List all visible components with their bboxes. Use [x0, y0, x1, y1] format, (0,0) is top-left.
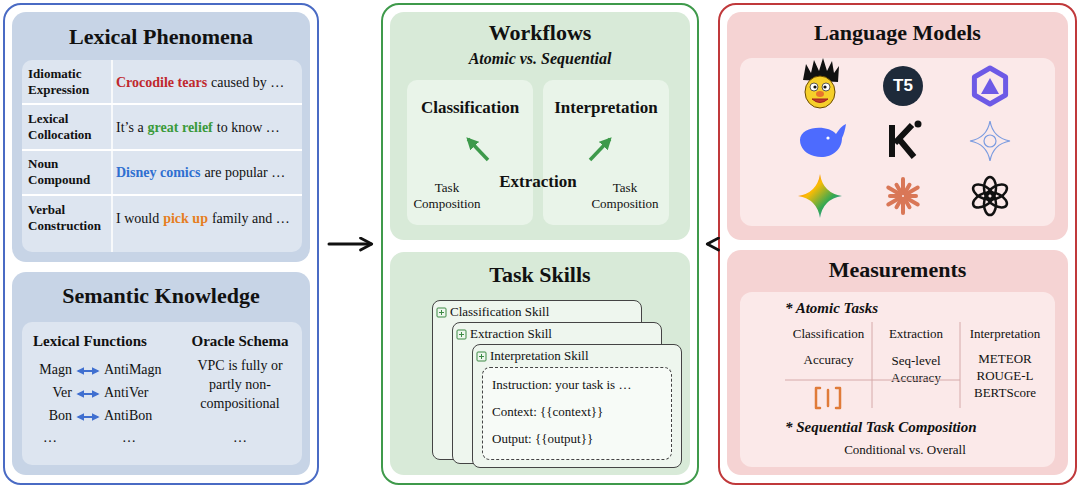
node-text: … [104, 430, 154, 447]
section-box: T5 Language Models [727, 12, 1068, 240]
node-text: Conditional vs. Overall [785, 442, 1025, 458]
node-text: … [180, 430, 300, 447]
skill-card: Instruction: your task is … Context: {{co… [472, 344, 682, 468]
node-text: Disney comics [116, 165, 200, 182]
node-text: Task Composition [585, 180, 665, 212]
node-text: * Sequential Task Composition [785, 418, 1045, 436]
node-text: great relief [148, 120, 213, 137]
node-text: … [20, 430, 80, 447]
node-text: Workflows [390, 20, 690, 46]
node-text: pick up [163, 211, 208, 228]
section-box: Classification SkillExtraction SkillInst… [390, 252, 690, 475]
metric-table: * Atomic TasksClassificationExtractionIn… [740, 292, 1055, 467]
node-text: Oracle Schema [178, 332, 302, 350]
node-text: Idiomatic Expression [28, 66, 112, 98]
template-box: Instruction: your task is … Context: {{co… [482, 367, 672, 460]
node-text: Lexical Collocation [28, 111, 112, 143]
node-text: Noun Compound [28, 156, 112, 188]
phenomena-table: Crocodile tearscaused by … It’s agreat re… [22, 60, 302, 252]
node-text: Ver [20, 385, 72, 402]
outer-panel: Crocodile tearscaused by … It’s agreat re… [3, 3, 319, 485]
node-text: Language Models [727, 20, 1068, 46]
node-text: Task Skills [390, 262, 690, 288]
node-text: Lexical Functions [28, 332, 152, 350]
section-box: ClassificationTask CompositionInterpreta… [390, 12, 690, 240]
node-text: Extraction [488, 172, 588, 192]
node-text: Lexical Phenomena [12, 24, 310, 50]
node-text: Interpretation [960, 326, 1050, 342]
node-text: Extraction [872, 326, 960, 342]
outer-panel: T5 Language Models * Atomic TasksClassific… [718, 3, 1077, 485]
node-text: Seq-level Accuracy [872, 352, 960, 386]
node-text: Task Composition [407, 180, 487, 212]
node-text: Measurements [727, 257, 1068, 283]
node-text: Interpretation [543, 98, 669, 118]
node-text: Bon [20, 408, 72, 425]
node-text: It’s a [116, 120, 144, 137]
node-text: * Atomic Tasks [785, 299, 1005, 317]
node-text: are popular … [204, 165, 285, 182]
node-text: Extraction Skill [470, 326, 650, 342]
node-text: VPC is fully or partly non-compositional [180, 356, 300, 413]
node-text: Accuracy [785, 352, 872, 368]
node-text: AntiBon [104, 408, 174, 425]
node-text: caused by … [211, 75, 284, 92]
section-box: * Atomic TasksClassificationExtractionIn… [727, 250, 1068, 475]
flow-arrow [708, 243, 709, 246]
node-text: METEOR ROUGE-L BERTScore [970, 350, 1040, 401]
node-text: Verbal Construction [28, 202, 112, 234]
node-text: Classification [407, 98, 533, 118]
node-text: Magn [20, 362, 72, 379]
text-row: Disney comicsare popular … [116, 163, 289, 182]
logo-grid: T5 [740, 58, 1055, 226]
text-row: Crocodile tearscaused by … [116, 73, 288, 92]
node-text: AntiVer [104, 385, 174, 402]
node-text: Atomic vs. Sequential [390, 49, 690, 68]
node-text: family and … [212, 211, 290, 228]
node-text: AntiMagn [104, 362, 174, 379]
node-text: Interpretation Skill [490, 348, 670, 364]
workflow-box: InterpretationTask Composition [543, 80, 669, 225]
node-text: T5 [883, 76, 923, 96]
node-text: Classification [785, 326, 872, 342]
text-row: I wouldpick upfamily and … [116, 209, 294, 228]
knowledge-table: Lexical Functions Oracle SchemaMagn AntiMa… [22, 322, 302, 465]
table-separators [22, 60, 302, 252]
node-text: to know … [217, 120, 280, 137]
text-row: It’s agreat reliefto know … [116, 118, 284, 137]
section-box: Lexical Functions Oracle SchemaMagn AntiMa… [12, 272, 310, 475]
node-text: Semantic Knowledge [12, 283, 310, 309]
flow-arrow [329, 243, 371, 246]
node-text: Output: {{output}} [492, 431, 667, 447]
workflow-box: ClassificationTask Composition [407, 80, 533, 225]
node-text: Crocodile tears [116, 75, 207, 92]
node-text: Classification Skill [450, 304, 630, 320]
outer-panel: ClassificationTask CompositionInterpreta… [381, 3, 699, 485]
node-text: Context: {{context}} [492, 404, 667, 420]
section-box: Crocodile tearscaused by … It’s agreat re… [12, 12, 310, 262]
node-text: I would [116, 211, 159, 228]
node-text: Instruction: your task is … [492, 377, 667, 393]
